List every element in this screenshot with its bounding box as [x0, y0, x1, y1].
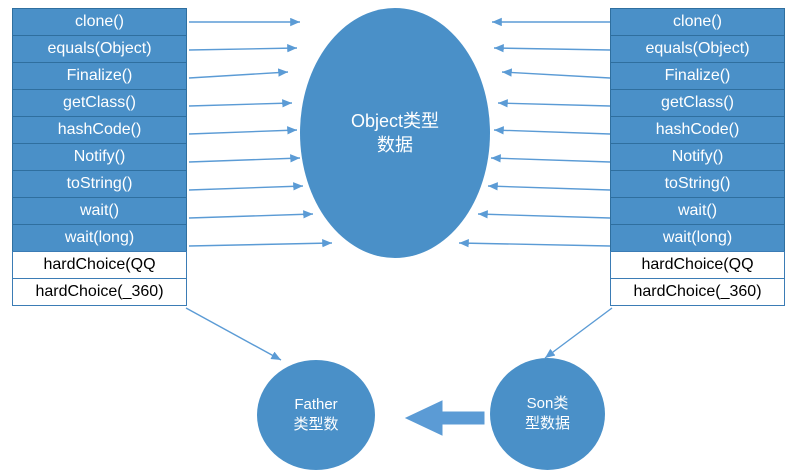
arrow-right-7 [487, 182, 611, 191]
arrow-left-5 [188, 126, 298, 135]
left-extra-method-row: hardChoice(QQ [12, 251, 187, 279]
son-node-line2: 型数据 [524, 415, 570, 432]
right-method-row: hashCode() [610, 116, 785, 144]
father-son-thick-arrow [404, 400, 485, 436]
father-type-node: Father 类型数 [257, 360, 375, 470]
arrow-right-6 [490, 154, 611, 163]
right-method-row: Finalize() [610, 62, 785, 90]
left-method-row: clone() [12, 8, 187, 36]
object-node-line2: 数据 [377, 135, 413, 155]
father-node-line1: Father [294, 395, 338, 413]
right-method-row: wait() [610, 197, 785, 225]
arrow-left-6 [188, 154, 301, 163]
left-extra-method-row: hardChoice(_360) [12, 278, 187, 306]
left-method-column: clone() equals(Object) Finalize() getCla… [12, 8, 187, 306]
right-method-row: Notify() [610, 143, 785, 171]
left-method-row: getClass() [12, 89, 187, 117]
left-method-row: wait() [12, 197, 187, 225]
arrow-left-2 [188, 43, 298, 53]
arrow-right-4 [497, 99, 611, 108]
right-method-row: equals(Object) [610, 35, 785, 63]
left-method-row: wait(long) [12, 224, 187, 252]
right-method-row: clone() [610, 8, 785, 36]
arrow-left-3 [188, 68, 289, 79]
left-method-row: Finalize() [12, 62, 187, 90]
son-type-node: Son类 型数据 [490, 358, 605, 470]
arrow-right-8 [477, 210, 611, 219]
arrow-left-to-father [185, 307, 282, 361]
right-method-row: getClass() [610, 89, 785, 117]
arrow-left-4 [188, 99, 293, 108]
arrow-right-9 [458, 238, 611, 248]
arrow-right-5 [493, 126, 611, 135]
arrow-left-7 [188, 182, 304, 191]
left-method-row: equals(Object) [12, 35, 187, 63]
arrow-right-to-son [544, 307, 613, 359]
object-type-node: Object类型 数据 [300, 8, 490, 258]
left-method-row: hashCode() [12, 116, 187, 144]
arrow-left-8 [188, 210, 314, 219]
father-node-line2: 类型数 [293, 416, 339, 433]
arrow-left-9 [188, 239, 333, 248]
right-extra-method-row: hardChoice(QQ [610, 251, 785, 279]
object-node-line1: Object类型 [350, 110, 440, 131]
son-node-line1: Son类 [526, 394, 569, 412]
left-method-row: toString() [12, 170, 187, 198]
arrow-right-3 [501, 68, 611, 79]
left-method-row: Notify() [12, 143, 187, 171]
right-method-column: clone() equals(Object) Finalize() getCla… [610, 8, 785, 306]
right-method-row: toString() [610, 170, 785, 198]
diagram-canvas: clone() equals(Object) Finalize() getCla… [12, 8, 785, 470]
arrow-right-2 [493, 43, 611, 53]
right-method-row: wait(long) [610, 224, 785, 252]
right-extra-method-row: hardChoice(_360) [610, 278, 785, 306]
